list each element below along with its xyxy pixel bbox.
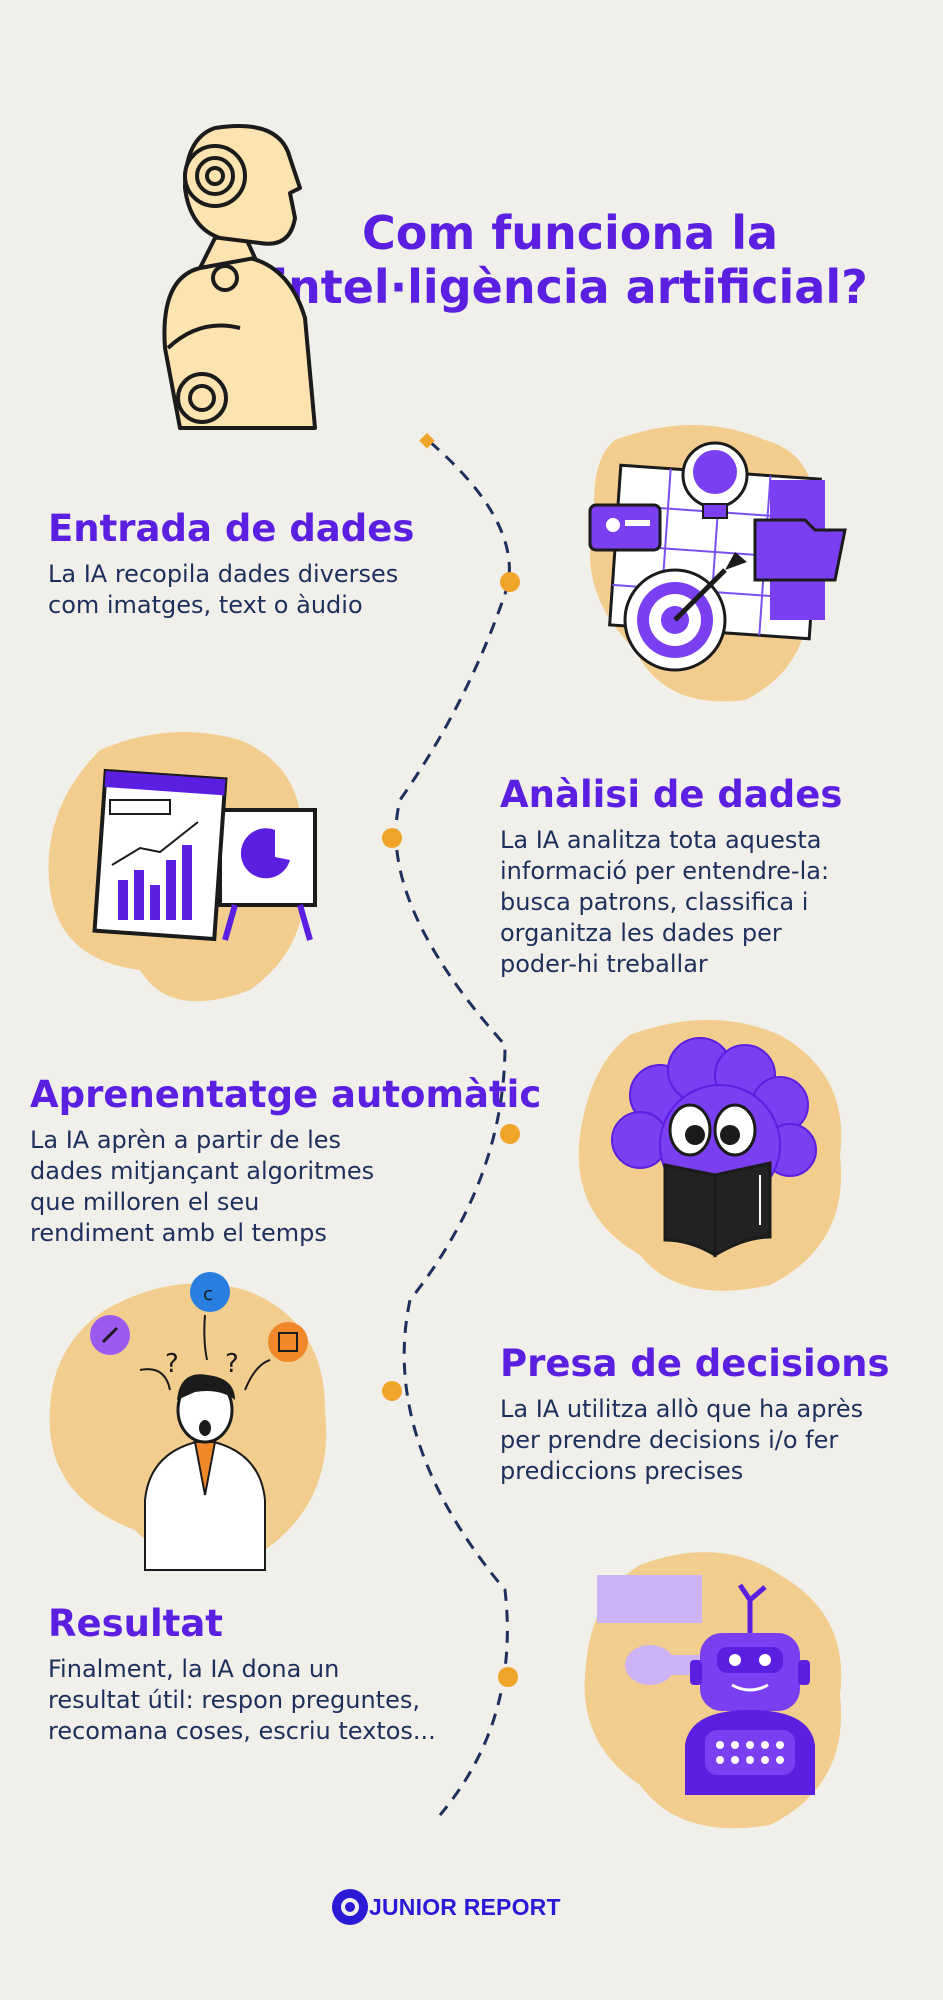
step-title: Anàlisi de dades xyxy=(500,773,843,816)
step-title: Presa de decisions xyxy=(500,1342,890,1385)
data-board-icon xyxy=(588,425,847,702)
description-line: com imatges, text o àudio xyxy=(48,591,363,619)
junior-report-logo-icon xyxy=(332,1889,368,1925)
step-description: La IA aprèn a partir de les dades mitjan… xyxy=(30,1125,541,1249)
step-title: Resultat xyxy=(48,1602,223,1645)
description-line: poder-hi treballar xyxy=(500,950,708,978)
page-title: Com funciona la intel·ligència artificia… xyxy=(270,206,870,314)
step-description: La IA recopila dades diverses com imatge… xyxy=(48,559,414,621)
description-line: La IA analitza tota aquesta xyxy=(500,826,822,854)
step-entrada: Entrada de dades La IA recopila dades di… xyxy=(48,507,414,621)
step-analisi: Anàlisi de dades La IA analitza tota aqu… xyxy=(500,773,842,980)
description-line: La IA recopila dades diverses xyxy=(48,560,399,588)
description-line: per prendre decisions i/o fer xyxy=(500,1426,839,1454)
step-dot xyxy=(498,1667,518,1687)
thinking-person-icon: c ? ? xyxy=(49,1272,327,1571)
step-dot xyxy=(382,1381,402,1401)
step-description: La IA analitza tota aquesta informació p… xyxy=(500,825,842,980)
svg-text:?: ? xyxy=(225,1349,239,1379)
logo-text: JUNIOR REPORT xyxy=(369,1893,561,1920)
analytics-chart-icon xyxy=(48,732,317,1002)
description-line: prediccions precises xyxy=(500,1457,744,1485)
chat-robot-icon xyxy=(584,1552,842,1829)
svg-text:?: ? xyxy=(165,1349,179,1379)
description-line: informació per entendre-la: xyxy=(500,857,830,885)
description-line: que milloren el seu xyxy=(30,1188,260,1216)
step-title: Aprenentatge automàtic xyxy=(30,1073,542,1116)
step-description: La IA utilitza allò que ha après per pre… xyxy=(500,1394,889,1487)
description-line: recomana coses, escriu textos... xyxy=(48,1717,436,1745)
title-line-2: intel·ligència artificial? xyxy=(272,260,868,314)
description-line: La IA utilitza allò que ha après xyxy=(500,1395,864,1423)
description-line: La IA aprèn a partir de les xyxy=(30,1126,342,1154)
step-dot xyxy=(500,572,520,592)
description-line: dades mitjançant algoritmes xyxy=(30,1157,375,1185)
description-line: Finalment, la IA dona un xyxy=(48,1655,340,1683)
step-resultat: Resultat Finalment, la IA dona un result… xyxy=(48,1602,436,1747)
step-aprenentatge: Aprenentatge automàtic La IA aprèn a par… xyxy=(30,1073,541,1249)
step-description: Finalment, la IA dona un resultat útil: … xyxy=(48,1654,436,1747)
step-presa-decisions: Presa de decisions La IA utilitza allò q… xyxy=(500,1342,889,1487)
step-dot xyxy=(500,1124,520,1144)
description-line: rendiment amb el temps xyxy=(30,1219,327,1247)
description-line: resultat útil: respon preguntes, xyxy=(48,1686,420,1714)
description-line: organitza les dades per xyxy=(500,919,782,947)
title-line-1: Com funciona la xyxy=(361,206,779,260)
junior-report-logo: JUNIOR REPORT xyxy=(331,1888,561,1926)
curly-character-reading-icon xyxy=(578,1020,842,1291)
robot-head-icon xyxy=(162,124,317,430)
step-title: Entrada de dades xyxy=(48,507,415,550)
svg-text:c: c xyxy=(203,1284,213,1305)
step-dot xyxy=(382,828,402,848)
description-line: busca patrons, classifica i xyxy=(500,888,809,916)
